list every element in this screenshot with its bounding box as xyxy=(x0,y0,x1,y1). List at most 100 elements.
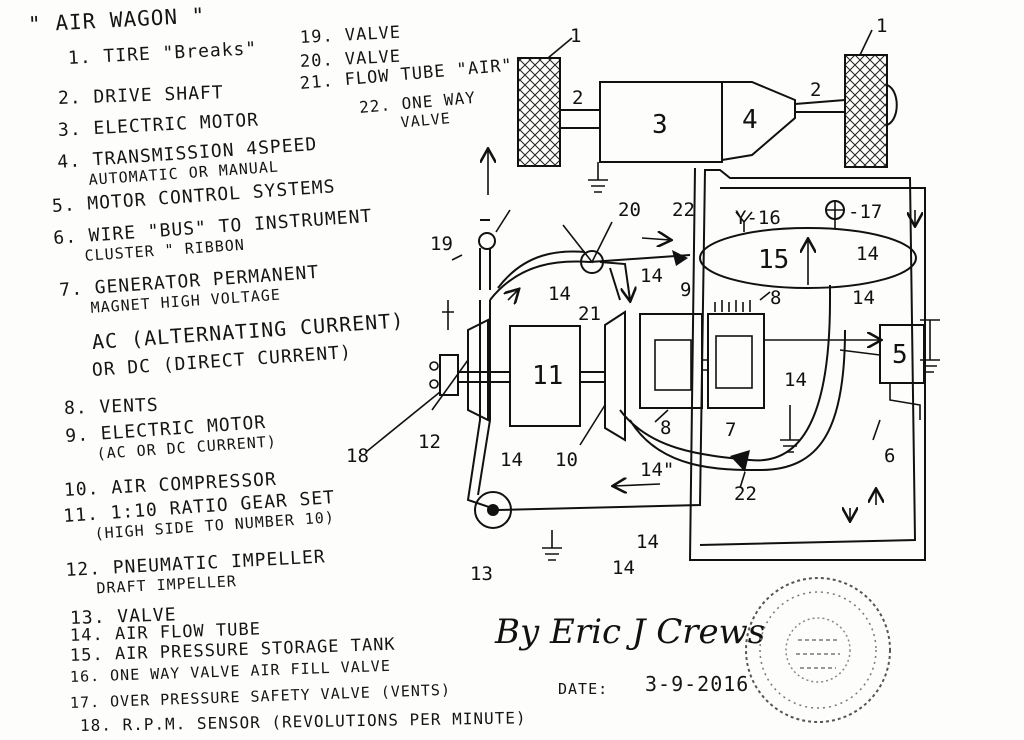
label-15: 15 xyxy=(758,245,789,275)
rpm-sensor xyxy=(439,354,459,396)
air-flow-tube xyxy=(466,169,917,546)
label-14-g: 14 xyxy=(636,531,659,553)
fill-valve xyxy=(735,211,753,232)
label-21: 21 xyxy=(578,303,601,325)
air-flow-tube xyxy=(688,167,926,561)
air-flow-tube xyxy=(489,254,691,301)
main-shaft xyxy=(580,371,605,383)
leader-line xyxy=(739,471,746,489)
air-storage-tank xyxy=(699,227,917,289)
instrument-bus-wire xyxy=(889,383,921,420)
notary-seal xyxy=(745,577,891,723)
leader-line xyxy=(859,29,873,56)
leader-line xyxy=(365,391,441,453)
electric-motor xyxy=(599,81,723,163)
label-3: 3 xyxy=(652,110,668,140)
drive-shaft-left xyxy=(560,109,600,129)
label-2-left: 2 xyxy=(572,87,583,109)
label-14-d: 14 xyxy=(784,369,807,391)
one-way-valve xyxy=(730,450,750,472)
ground-symbol xyxy=(588,162,608,193)
leader-line xyxy=(547,37,573,59)
label-22-bottom: 22 xyxy=(734,483,757,505)
label-7: 7 xyxy=(725,419,736,441)
leader-line xyxy=(579,404,606,446)
air-flow-tube xyxy=(497,250,586,289)
ground-symbol xyxy=(780,405,800,453)
label-14-c: 14 xyxy=(852,287,875,309)
valve-19-handle xyxy=(495,209,511,233)
label-14-f: 14 xyxy=(612,557,635,579)
label-14-e: 14 xyxy=(500,449,523,471)
electric-motor-9 xyxy=(639,313,703,409)
tire-right-hub xyxy=(886,84,898,126)
air-compressor xyxy=(604,310,626,442)
air-flow-tube xyxy=(599,261,631,301)
air-flow-tube xyxy=(619,285,846,472)
one-way-valve xyxy=(672,250,688,266)
label-6: 6 xyxy=(884,445,895,467)
tire-left xyxy=(517,57,561,167)
label-13: 13 xyxy=(470,563,493,585)
label-19: 19 xyxy=(430,233,453,255)
air-flow-tube xyxy=(479,219,491,290)
valve-13 xyxy=(474,491,512,529)
label-12: 12 xyxy=(418,431,441,453)
valve-13-core xyxy=(487,504,499,516)
drive-shaft-right xyxy=(794,99,846,113)
label-2-right: 2 xyxy=(810,79,821,101)
motor-generator-link xyxy=(702,359,708,371)
label-4: 4 xyxy=(742,105,758,135)
label-5: 5 xyxy=(892,340,908,370)
label-8-top: 8 xyxy=(770,287,781,309)
label-16: Y-16 xyxy=(735,207,781,229)
date-value: 3-9-2016 xyxy=(645,672,750,696)
label-14-i: 14 xyxy=(856,243,879,265)
plus-terminal xyxy=(442,300,454,330)
generator-core xyxy=(715,335,753,389)
electric-motor-9-core xyxy=(654,339,692,391)
leader-line xyxy=(654,409,669,423)
tire-right xyxy=(844,54,888,168)
leader-line xyxy=(759,291,771,301)
control-wire xyxy=(839,349,881,356)
vents xyxy=(714,300,751,312)
label-20: 20 xyxy=(618,199,641,221)
valve-19 xyxy=(478,232,496,250)
main-shaft xyxy=(458,371,510,383)
air-flow-tube xyxy=(477,300,491,496)
label-9: 9 xyxy=(680,279,691,301)
ground-symbol xyxy=(920,319,940,373)
label-17: -17 xyxy=(848,201,882,223)
label-11: 11 xyxy=(532,361,563,391)
motor-control-systems xyxy=(879,324,925,384)
pneumatic-impeller xyxy=(467,318,489,422)
flow-arrow xyxy=(641,238,670,240)
transmission xyxy=(721,81,796,161)
author-signature: By Eric J Crews xyxy=(495,612,766,652)
valve-20 xyxy=(580,250,604,274)
label-8-bottom: 8 xyxy=(660,417,671,439)
label-14-a: 14 xyxy=(548,283,571,305)
rpm-sensor-pickup xyxy=(429,379,439,389)
flow-arrow xyxy=(628,283,630,300)
rpm-sensor-pickup xyxy=(429,361,439,371)
ground-symbol xyxy=(542,530,562,561)
safety-valve-stem xyxy=(826,201,844,228)
date-label: DATE: xyxy=(558,680,609,698)
label-18: 18 xyxy=(346,445,369,467)
leader-line xyxy=(451,254,463,261)
label-14-h: 14" xyxy=(640,459,674,481)
generator xyxy=(707,313,765,409)
label-22-top: 22 xyxy=(672,199,695,221)
label-14-b: 14 xyxy=(640,265,663,287)
label-1-left: 1 xyxy=(570,25,581,47)
flow-arrow xyxy=(614,484,661,486)
label-10: 10 xyxy=(555,449,578,471)
label-1-right: 1 xyxy=(876,15,887,37)
leader-line xyxy=(872,419,881,441)
valve-20-handle xyxy=(562,221,613,264)
gear-set xyxy=(509,325,581,427)
leader-line xyxy=(431,359,469,411)
